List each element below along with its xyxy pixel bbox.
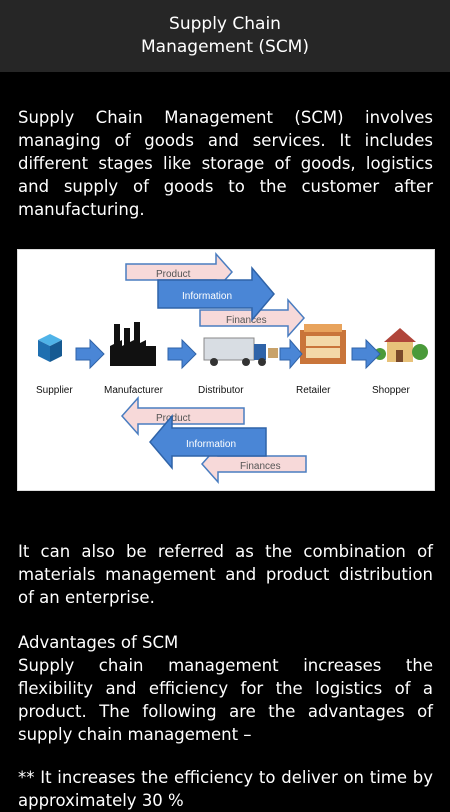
- stage-arrows: [75, 338, 381, 370]
- advantage-item: ** It increases the efficiency to delive…: [18, 766, 433, 812]
- page-title-line2: Management (SCM): [141, 37, 309, 57]
- stage-label-manufacturer: Manufacturer: [104, 385, 164, 396]
- manufacturer-icon: [110, 322, 156, 366]
- top-arrow-product-label: Product: [156, 269, 191, 280]
- top-arrow-information: Information: [157, 265, 275, 323]
- page-title-line1: Supply Chain: [169, 14, 281, 34]
- distributor-icon: [203, 337, 278, 366]
- intro-section: Supply Chain Management (SCM) involves m…: [18, 106, 433, 221]
- bottom-arrow-finances-label: Finances: [240, 461, 281, 472]
- description-section: It can also be referred as the combinati…: [18, 540, 433, 609]
- scm-diagram: Product Finances Information: [17, 249, 435, 491]
- retailer-icon: [300, 324, 346, 364]
- shopper-icon: [374, 328, 428, 362]
- bottom-arrow-product-label: Product: [156, 413, 191, 424]
- stage-label-retailer: Retailer: [296, 385, 331, 396]
- bottom-arrow-information-label: Information: [186, 439, 236, 450]
- app-bar: Supply Chain Management (SCM): [0, 0, 450, 72]
- advantages-heading: Advantages of SCM: [18, 633, 179, 652]
- advantages-section: Supply chain management increases the fl…: [18, 654, 433, 746]
- top-arrow-finances-label: Finances: [226, 315, 267, 326]
- bottom-arrow-product: Product: [120, 396, 245, 436]
- advantage-item-text: ** It increases the efficiency to delive…: [18, 768, 433, 810]
- stage-label-shopper: Shopper: [372, 385, 410, 396]
- top-arrow-information-label: Information: [182, 291, 232, 302]
- supplier-icon: [38, 334, 62, 362]
- stage-label-supplier: Supplier: [36, 385, 73, 396]
- bottom-arrow-information: Information: [149, 413, 267, 471]
- description-paragraph: It can also be referred as the combinati…: [18, 542, 433, 607]
- advantages-paragraph: Supply chain management increases the fl…: [18, 656, 433, 744]
- stage-label-distributor: Distributor: [198, 385, 244, 396]
- scm-diagram-svg: Product Finances Information: [36, 252, 428, 484]
- intro-paragraph: Supply Chain Management (SCM) involves m…: [18, 108, 433, 219]
